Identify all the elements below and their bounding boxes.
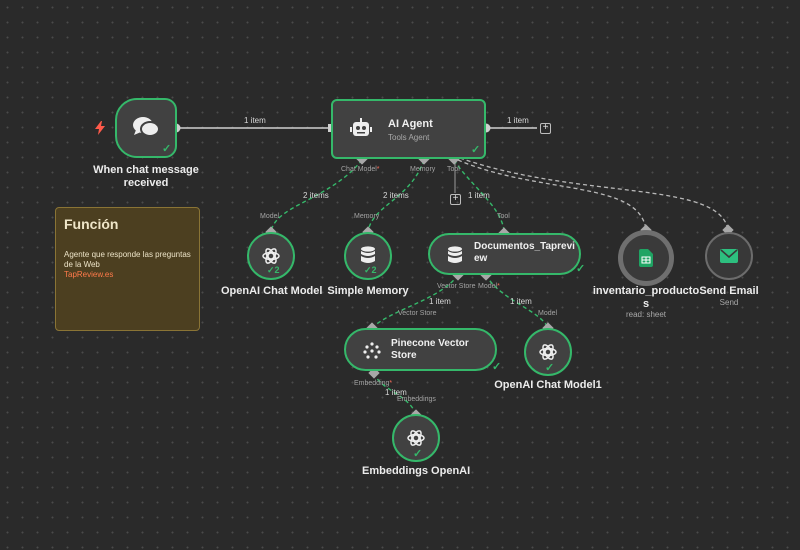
edge-memory: [367, 159, 425, 233]
port-label-tool-in: Tool: [497, 213, 510, 220]
run-count-badge: ✓2: [364, 265, 377, 275]
success-check-icon: ✓: [471, 144, 481, 156]
edge-label-chat-model: 2 items: [303, 191, 329, 200]
pinecone-icon: [362, 341, 382, 361]
openai-chat-model-node[interactable]: ✓2: [247, 232, 295, 280]
database-icon: [359, 245, 377, 265]
port-label-model-in2: Model: [538, 310, 558, 317]
note-body: Agente que responde las preguntas de la …: [64, 250, 192, 280]
edge-label-vector-store: 1 item: [429, 297, 451, 306]
edge-chat-model: [270, 159, 363, 233]
trigger-bolt-icon: [93, 120, 107, 136]
edge-label-trigger-agent: 1 item: [244, 116, 266, 125]
google-sheets-icon: [636, 248, 656, 268]
port-label-model-in: Model: [260, 213, 280, 220]
add-tool-button[interactable]: +: [450, 194, 461, 205]
note-link[interactable]: TapReview.es: [64, 270, 114, 279]
sticky-note[interactable]: Función Agente que responde las pregunta…: [55, 207, 200, 331]
port-label-memory-in: Memory: [354, 213, 380, 220]
openai-icon: [261, 246, 281, 266]
port-label-tool: Tool: [447, 166, 460, 173]
port-label-memory: Memory: [410, 166, 436, 173]
edge-tool-inventario: [457, 159, 647, 231]
robot-icon: [349, 117, 373, 141]
success-check-icon: ✓: [492, 361, 502, 373]
port-label-vector-store-in: Vector Store: [398, 310, 437, 317]
note-text: Agente que responde las preguntas de la …: [64, 250, 191, 269]
edge-tool-email: [459, 157, 729, 231]
agent-title: AI Agent: [388, 118, 433, 130]
note-title: Función: [64, 216, 119, 232]
edge-vector-store: [371, 274, 459, 329]
ai-agent-node[interactable]: AI Agent Tools Agent ✓: [331, 99, 486, 159]
openai-icon: [406, 428, 426, 448]
openai-chat-model-label: OpenAI Chat Model: [221, 285, 323, 297]
openai-chat-model1-label: OpenAI Chat Model1: [494, 379, 602, 391]
port-label-embeddings-in: Embeddings: [397, 396, 436, 403]
embeddings-openai-label: Embeddings OpenAI: [362, 465, 471, 477]
edge-label-memory: 2 items: [383, 191, 409, 200]
edge-model: [485, 274, 549, 329]
edge-label-tool: 1 item: [468, 191, 490, 200]
success-check-icon: ✓: [576, 263, 586, 275]
add-node-button[interactable]: +: [540, 123, 551, 134]
success-check-icon: ✓: [413, 448, 423, 460]
run-count-badge: ✓2: [267, 265, 280, 275]
port-label-embedding-out: Embedding*: [354, 380, 393, 387]
openai-icon: [538, 342, 558, 362]
port-label-model-out: Model*: [478, 283, 500, 290]
port-label-chat-model: Chat Model*: [341, 166, 380, 173]
chat-bubbles-icon: [131, 114, 161, 142]
openai-chat-model1-node[interactable]: ✓: [524, 328, 572, 376]
edge-label-model: 1 item: [510, 297, 532, 306]
envelope-icon: [719, 247, 739, 265]
database-icon: [446, 245, 464, 265]
edge-tool-documentos: [453, 159, 505, 231]
send-email-node[interactable]: [705, 232, 753, 280]
success-check-icon: ✓: [545, 362, 555, 374]
simple-memory-node[interactable]: ✓2: [344, 232, 392, 280]
inventario-productos-node[interactable]: [618, 230, 674, 286]
edge-label-embedding: 1 item: [385, 388, 407, 397]
edge-embedding: [373, 372, 417, 416]
success-check-icon: ✓: [162, 143, 172, 155]
port-label-vector-store-out: Vector Store: [437, 283, 476, 290]
send-email-subtitle: Send: [719, 298, 739, 307]
chat-trigger-node[interactable]: ✓: [115, 98, 177, 158]
send-email-label: Send Email: [699, 285, 759, 297]
embeddings-openai-node[interactable]: ✓: [392, 414, 440, 462]
inventario-subtitle: read: sheet: [625, 310, 667, 319]
simple-memory-label: Simple Memory: [327, 285, 409, 297]
edge-label-agent-out: 1 item: [507, 116, 529, 125]
agent-subtitle: Tools Agent: [388, 133, 430, 142]
